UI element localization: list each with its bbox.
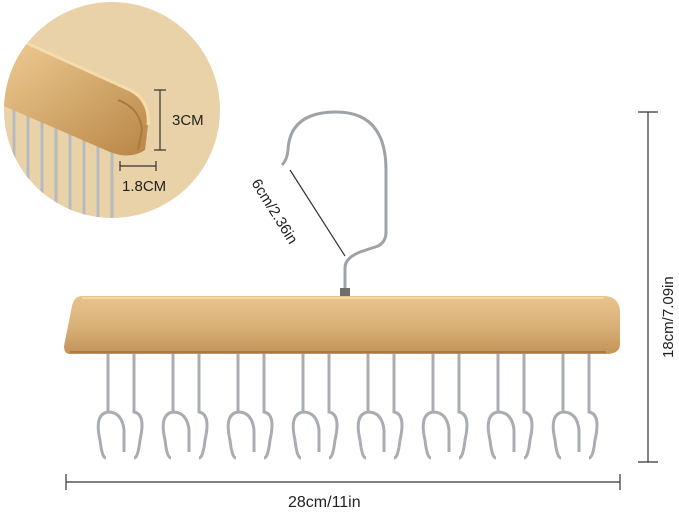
bottom-hooks (96, 354, 599, 460)
top-hook (280, 110, 388, 295)
hanger-hook (291, 354, 339, 460)
hanger-hook (96, 354, 144, 460)
hanger-hook (551, 354, 599, 460)
inset-height-label: 3CM (172, 112, 204, 129)
width-dimension (65, 474, 621, 490)
hanger-hook (421, 354, 469, 460)
hook-base (340, 288, 350, 298)
wooden-bar (64, 296, 620, 354)
height-label: 18cm/7.09in (660, 276, 677, 358)
width-label: 28cm/11in (288, 494, 361, 511)
hanger-hook (161, 354, 209, 460)
height-dimension (638, 111, 658, 463)
hanger-hook (486, 354, 534, 460)
hook-dimension-line (289, 169, 346, 257)
inset-thickness-label: 1.8CM (122, 178, 167, 195)
hanger-hook (356, 354, 404, 460)
inset-closeup (4, 2, 220, 218)
hanger-hook (226, 354, 274, 460)
